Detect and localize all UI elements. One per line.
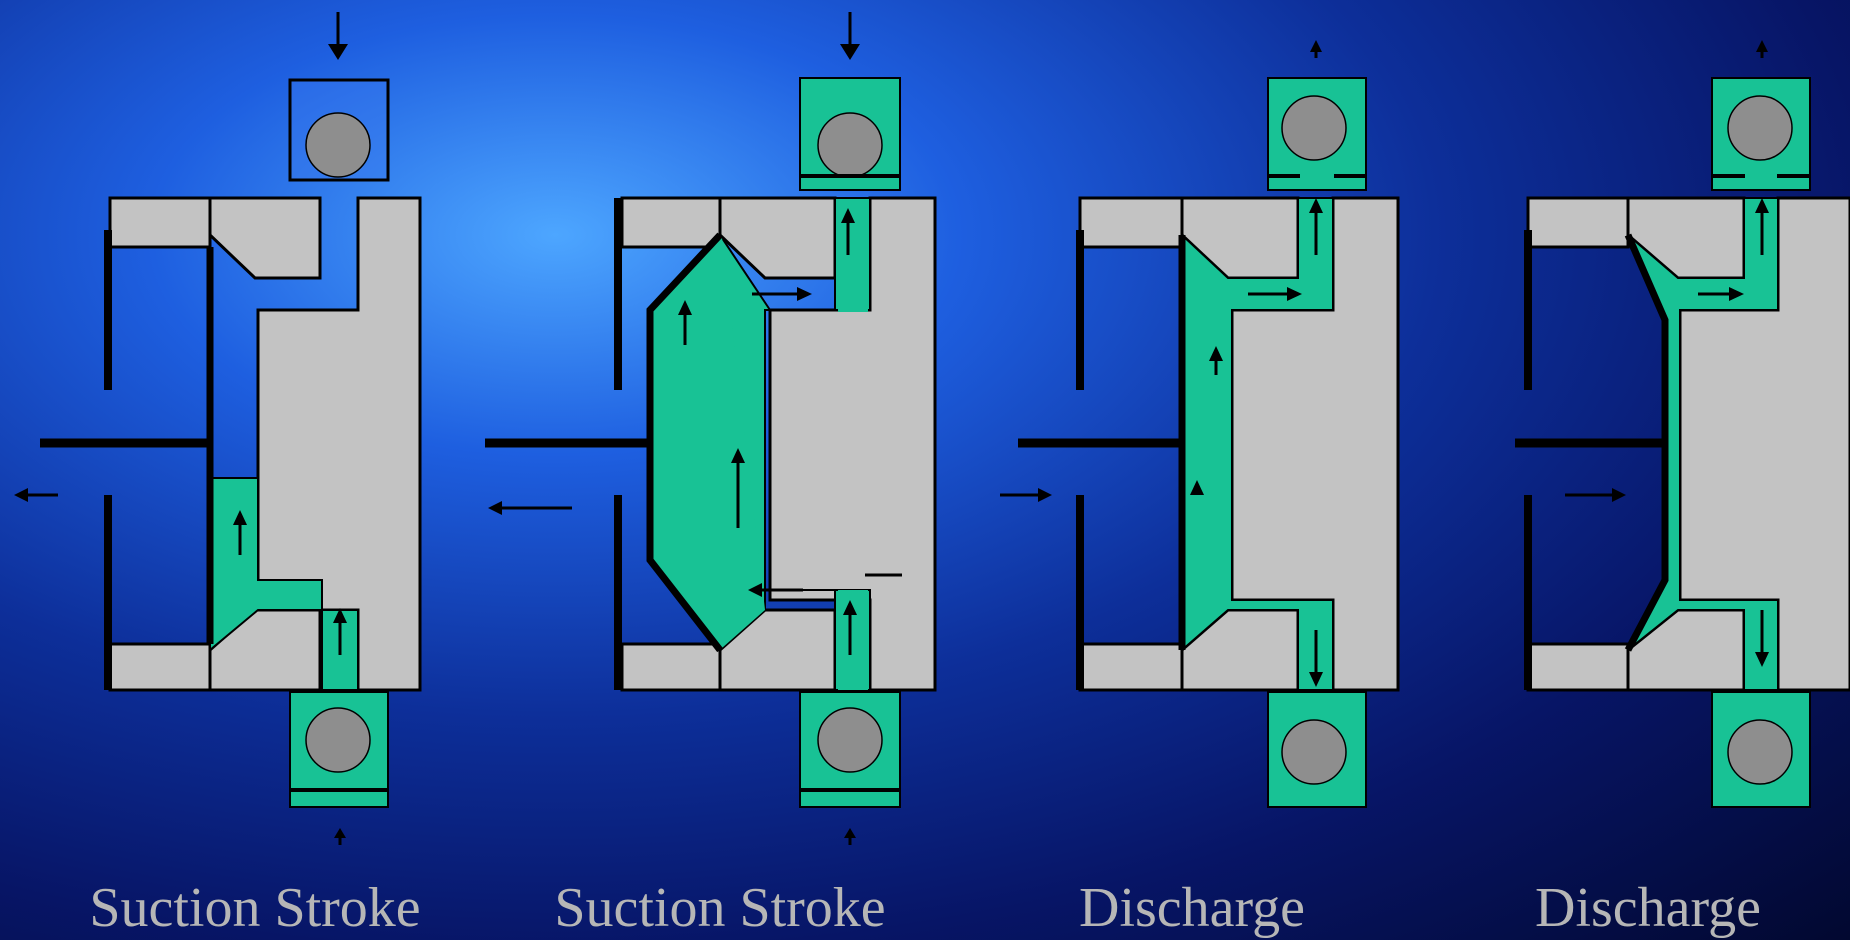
arrow-flow-right bbox=[752, 287, 812, 301]
caption-discharge-1: Discharge bbox=[1079, 877, 1305, 939]
arrow-flow-down bbox=[1755, 610, 1769, 667]
arrow-outlet-up bbox=[1310, 40, 1322, 58]
valve-ball-top bbox=[1281, 95, 1347, 161]
arrow-flow-up-bottom bbox=[843, 600, 857, 655]
panel-discharge-2 bbox=[1515, 40, 1850, 808]
arrow-outlet-up bbox=[334, 828, 346, 845]
arrow-rod-right bbox=[1000, 488, 1052, 502]
fluid-chamber-core bbox=[652, 200, 868, 690]
diaphragm bbox=[646, 232, 723, 653]
arrow-outlet-up bbox=[1756, 40, 1768, 58]
arrow-flow-down bbox=[1309, 630, 1323, 687]
panel-discharge-1 bbox=[1000, 40, 1400, 808]
arrow-flow-down-top bbox=[841, 208, 855, 255]
arrow-flow-up-2 bbox=[333, 608, 347, 655]
arrow-flow-right bbox=[1248, 287, 1302, 301]
arrow-rod-left bbox=[488, 501, 572, 515]
valve-ball-bottom bbox=[1281, 719, 1347, 785]
arrow-rod-right bbox=[1565, 488, 1626, 502]
panel-suction-stroke-2 bbox=[485, 12, 937, 845]
valve-ball-bottom bbox=[305, 707, 371, 773]
valve-ball-top bbox=[817, 112, 883, 178]
arrow-flow-up-top bbox=[1309, 198, 1323, 255]
valve-ball-bottom bbox=[817, 707, 883, 773]
caption-suction-stroke-2: Suction Stroke bbox=[554, 877, 886, 939]
caption-discharge-2: Discharge bbox=[1535, 877, 1761, 939]
fluid-channel bbox=[209, 477, 359, 691]
caption-suction-stroke-1: Suction Stroke bbox=[89, 877, 421, 939]
valve-ball-bottom bbox=[1727, 719, 1793, 785]
arrow-inlet-down bbox=[328, 12, 348, 60]
arrow-flow-up-top bbox=[1755, 198, 1769, 255]
arrow-flow-up-left bbox=[678, 300, 692, 345]
arrow-outlet-up bbox=[844, 828, 856, 845]
valve-ball-top bbox=[1727, 95, 1793, 161]
arrow-flow-up-center bbox=[731, 448, 745, 528]
arrow-rod-left bbox=[14, 488, 58, 502]
arrow-flow-up bbox=[233, 510, 247, 555]
arrow-flow-right bbox=[1698, 287, 1744, 301]
arrow-inlet-down bbox=[840, 12, 860, 60]
arrow-flow-up-lower bbox=[1190, 480, 1204, 495]
panel-suction-stroke-1 bbox=[14, 12, 422, 845]
valve-ball-top bbox=[305, 112, 371, 178]
arrow-flow-left bbox=[748, 583, 803, 597]
arrow-flow-up-left bbox=[1209, 346, 1223, 375]
fluid-channel bbox=[1181, 197, 1334, 691]
diaphragm bbox=[1624, 233, 1669, 652]
